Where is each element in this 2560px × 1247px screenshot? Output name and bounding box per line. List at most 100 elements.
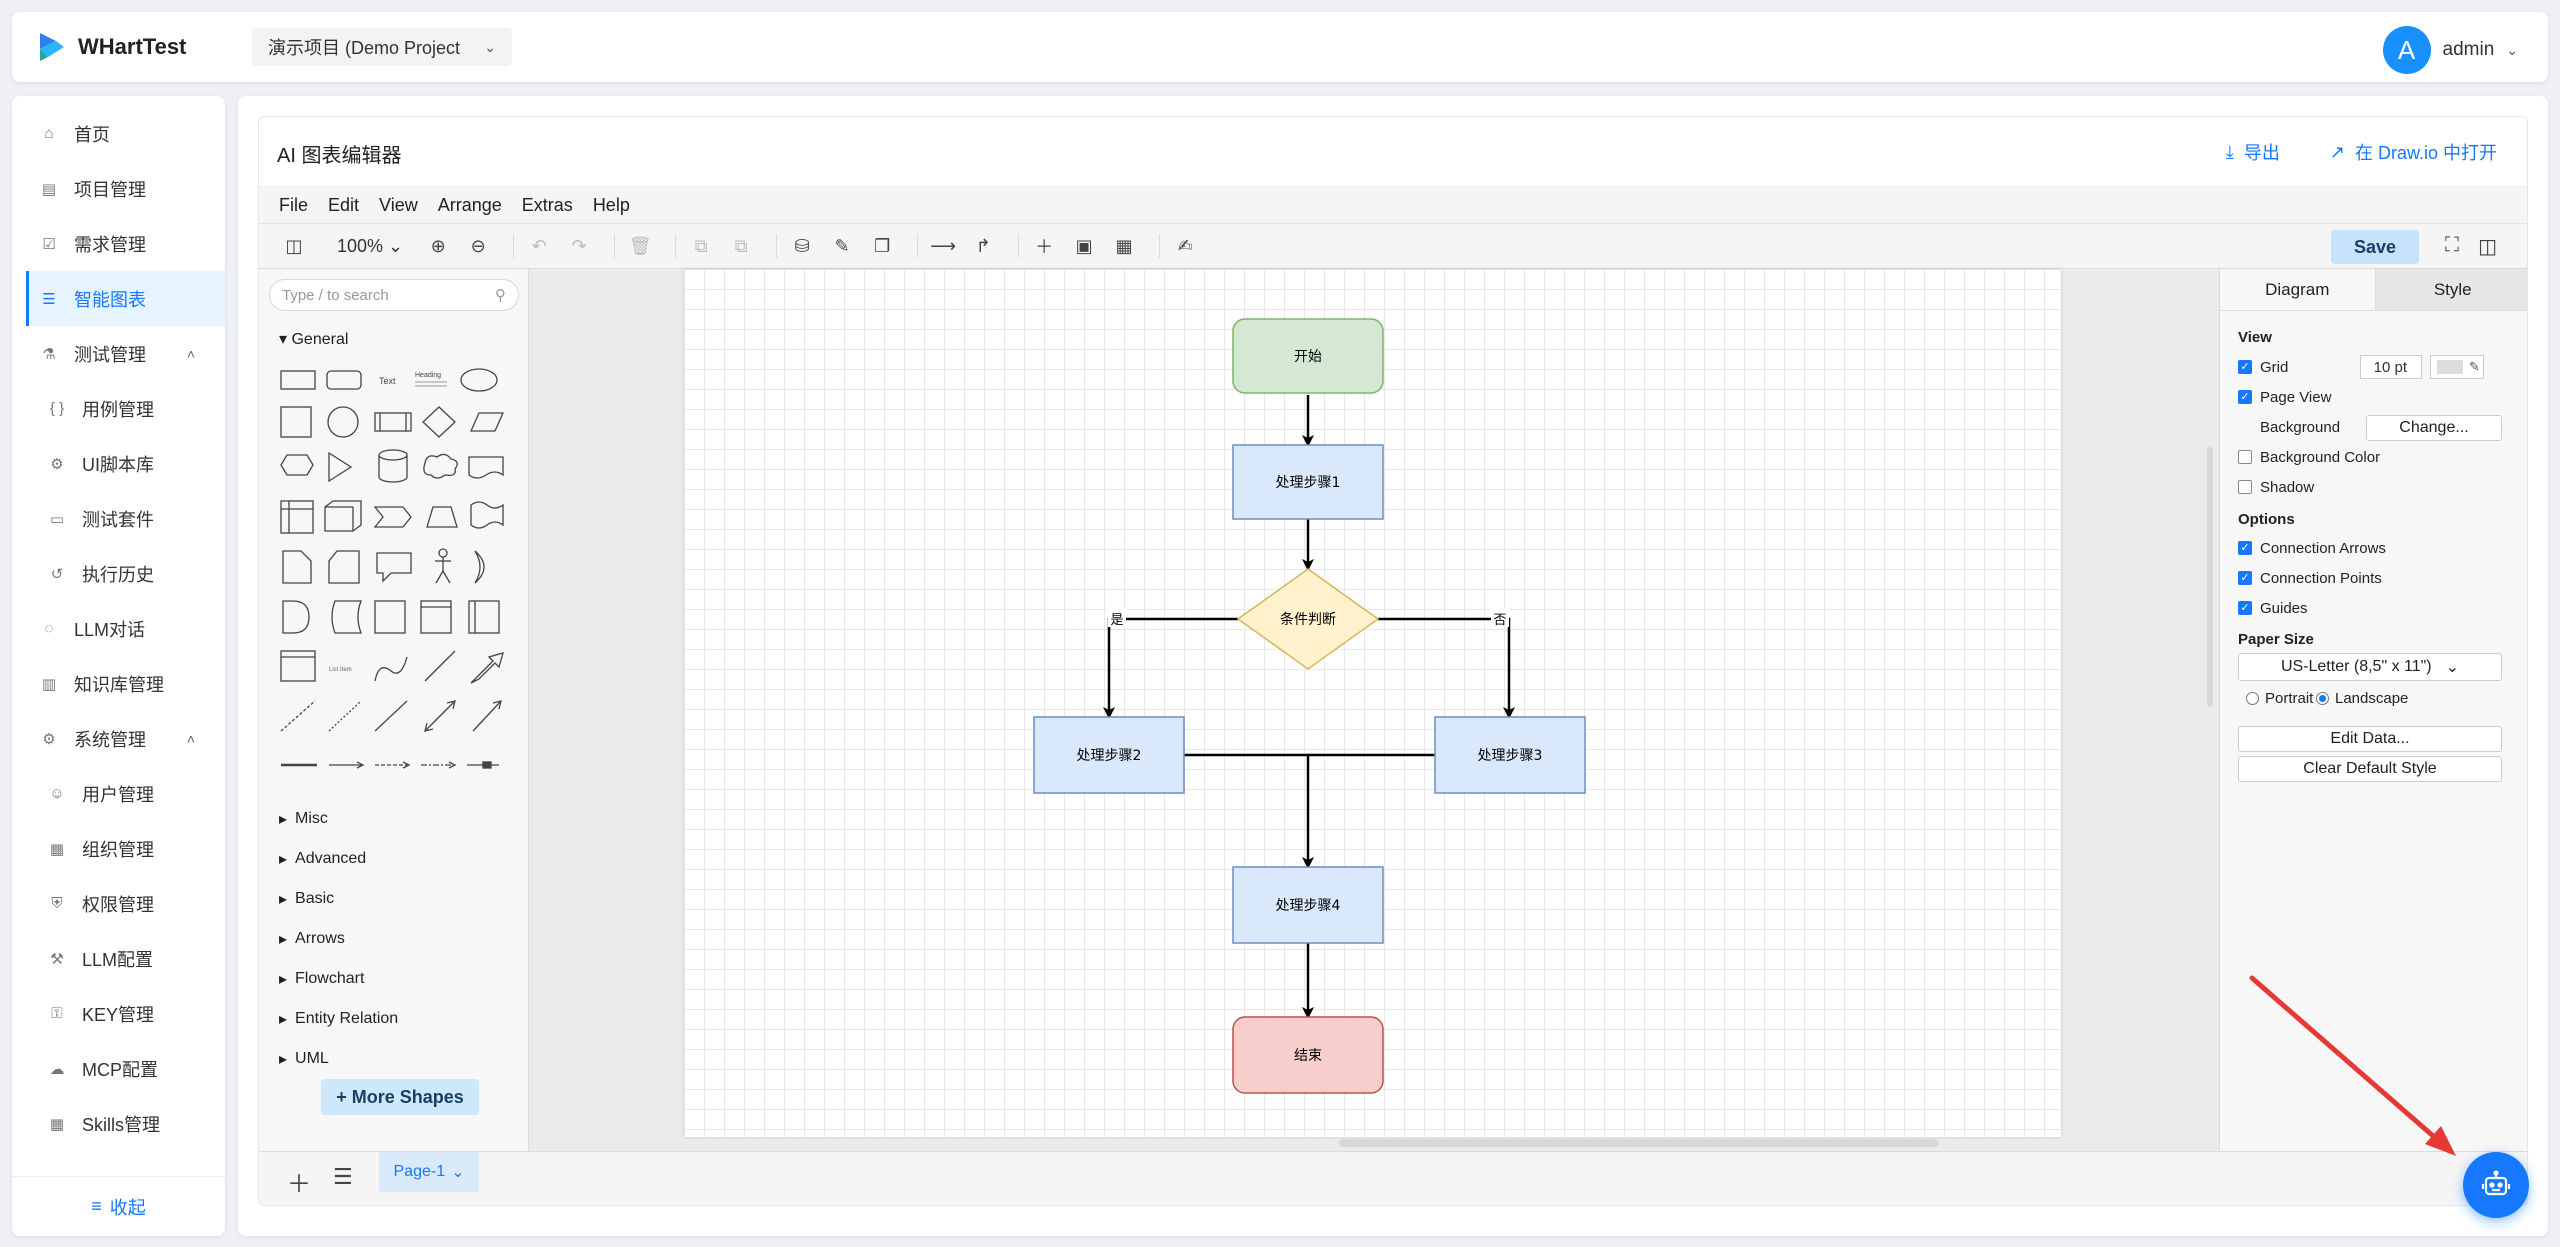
sidebar-item-5[interactable]: { }用例管理 bbox=[12, 381, 225, 436]
sidebar-item-4[interactable]: ⚗测试管理˄ bbox=[12, 326, 225, 381]
node-decision[interactable] bbox=[1236, 568, 1380, 670]
to-front-icon[interactable]: ⧉ bbox=[694, 235, 708, 256]
shape-category-arrows[interactable]: ▸Arrows bbox=[279, 919, 398, 959]
guides-checkbox[interactable]: ✓Guides bbox=[2238, 593, 2308, 623]
node-step1[interactable] bbox=[1232, 444, 1384, 520]
sidebar-item-0[interactable]: ⌂首页 bbox=[12, 106, 225, 161]
edge-decision-step2[interactable] bbox=[1103, 617, 1238, 719]
sidebar-item-15[interactable]: ⚒LLM配置 bbox=[12, 931, 225, 986]
menu-item-edit[interactable]: Edit bbox=[328, 194, 360, 215]
zoom-out-icon[interactable]: ⊖ bbox=[470, 235, 486, 256]
fullscreen-icon[interactable]: ⛶ bbox=[2445, 234, 2459, 256]
delete-icon[interactable]: 🗑 bbox=[628, 235, 652, 256]
grid-size-input[interactable]: 10 pt bbox=[2360, 355, 2422, 379]
sidebar-item-7[interactable]: ▭测试套件 bbox=[12, 491, 225, 546]
pages-menu-icon[interactable]: ☰ bbox=[333, 1164, 353, 1189]
table-icon[interactable]: ▦ bbox=[1115, 235, 1133, 256]
menu-item-file[interactable]: File bbox=[279, 194, 309, 215]
sidebar-item-16[interactable]: ⚿KEY管理 bbox=[12, 986, 225, 1041]
node-step4[interactable] bbox=[1232, 866, 1384, 944]
tab-style[interactable]: Style bbox=[2374, 269, 2527, 311]
general-section-header[interactable]: ▾ General bbox=[279, 331, 349, 348]
portrait-radio[interactable]: Portrait bbox=[2246, 683, 2313, 713]
sidebar-item-3[interactable]: ☰智能图表 bbox=[26, 271, 225, 326]
sidebar-item-8[interactable]: ↺执行历史 bbox=[12, 546, 225, 601]
panel-toggle-icon[interactable]: ◫ bbox=[2478, 236, 2497, 258]
shape-category-misc[interactable]: ▸Misc bbox=[279, 799, 398, 839]
edge-decision-step3[interactable] bbox=[1378, 617, 1515, 719]
fill-color-icon[interactable]: ⛁ bbox=[794, 235, 810, 256]
save-button[interactable]: Save bbox=[2331, 230, 2419, 264]
shadow-icon[interactable]: ❐ bbox=[874, 235, 891, 256]
diagram-page[interactable]: 开始 处理步骤1 条件判断 处理步骤2 处理步骤3 处理步骤4 结束 是 bbox=[684, 269, 2061, 1137]
to-back-icon[interactable]: ⧉ bbox=[734, 235, 748, 256]
shape-category-uml[interactable]: ▸UML bbox=[279, 1039, 398, 1079]
shape-category-flowchart[interactable]: ▸Flowchart bbox=[279, 959, 398, 999]
line-color-icon[interactable]: ✎ bbox=[834, 235, 850, 256]
shape-category-entity-relation[interactable]: ▸Entity Relation bbox=[279, 999, 398, 1039]
sidebar-item-1[interactable]: ▤项目管理 bbox=[12, 161, 225, 216]
sidebar-item-11[interactable]: ⚙系统管理˄ bbox=[12, 711, 225, 766]
node-step2[interactable] bbox=[1033, 716, 1185, 794]
freehand-icon[interactable]: ✍ bbox=[1177, 235, 1193, 256]
zoom-select[interactable]: 100% ⌄ bbox=[337, 235, 404, 256]
menu-item-help[interactable]: Help bbox=[592, 194, 630, 215]
more-shapes-button[interactable]: + More Shapes bbox=[321, 1079, 479, 1115]
shape-search-input[interactable]: Type / to search ⚲ bbox=[269, 279, 519, 311]
app-logo[interactable]: WHartTest bbox=[36, 31, 186, 63]
grid-color-picker[interactable]: ✎ bbox=[2430, 355, 2484, 379]
background-color-checkbox[interactable]: Background Color bbox=[2238, 442, 2380, 472]
tab-page-1[interactable]: Page-1⌄ bbox=[379, 1152, 479, 1192]
sidebar-item-9[interactable]: ◌LLM对话 bbox=[12, 601, 225, 656]
diagram-canvas[interactable]: 开始 处理步骤1 条件判断 处理步骤2 处理步骤3 处理步骤4 结束 是 bbox=[529, 269, 2219, 1151]
sidebar-item-2[interactable]: ☑需求管理 bbox=[12, 216, 225, 271]
connection-points-checkbox[interactable]: ✓Connection Points bbox=[2238, 563, 2382, 593]
landscape-radio[interactable]: Landscape bbox=[2316, 683, 2408, 713]
node-step3[interactable] bbox=[1434, 716, 1586, 794]
user-menu[interactable]: A admin ⌄ bbox=[2382, 26, 2518, 74]
menu-item-extras[interactable]: Extras bbox=[521, 194, 573, 215]
background-change-button[interactable]: Change... bbox=[2366, 415, 2502, 441]
shapes-icon[interactable]: ▣ bbox=[1075, 235, 1093, 256]
sidebar-item-17[interactable]: ☁MCP配置 bbox=[12, 1041, 225, 1096]
sidebar-item-12[interactable]: ☺用户管理 bbox=[12, 766, 225, 821]
waypoints-icon[interactable]: ↱ bbox=[975, 235, 991, 256]
shape-category-advanced[interactable]: ▸Advanced bbox=[279, 839, 398, 879]
node-start[interactable] bbox=[1232, 318, 1384, 394]
sidebar-item-13[interactable]: ▦组织管理 bbox=[12, 821, 225, 876]
avatar: A bbox=[2382, 26, 2431, 74]
edit-data-button[interactable]: Edit Data... bbox=[2238, 726, 2502, 752]
insert-icon[interactable]: ＋ bbox=[1035, 237, 1054, 257]
menu-item-view[interactable]: View bbox=[379, 194, 418, 215]
grid-checkbox[interactable]: ✓Grid bbox=[2238, 352, 2288, 382]
undo-icon[interactable]: ↶ bbox=[531, 235, 547, 256]
node-end[interactable] bbox=[1232, 1016, 1384, 1094]
vertical-scrollbar[interactable] bbox=[2207, 447, 2213, 707]
open-drawio-button[interactable]: ↗ 在 Draw.io 中打开 bbox=[2330, 139, 2497, 165]
zoom-in-icon[interactable]: ⊕ bbox=[430, 235, 446, 256]
collapse-button[interactable]: ≡ 收起 bbox=[12, 1176, 225, 1236]
connection-icon[interactable]: ⟶ bbox=[930, 235, 957, 256]
redo-icon[interactable]: ↷ bbox=[571, 235, 587, 256]
horizontal-scrollbar[interactable] bbox=[1339, 1139, 1939, 1147]
edge-step2-step4[interactable] bbox=[1184, 753, 1314, 869]
sidebar-item-6[interactable]: ⚙UI脚本库 bbox=[12, 436, 225, 491]
tab-diagram[interactable]: Diagram bbox=[2220, 269, 2375, 311]
add-page-icon[interactable]: ＋ bbox=[287, 1171, 311, 1198]
paper-size-select[interactable]: US-Letter (8,5" x 11")⌄ bbox=[2238, 653, 2502, 681]
format-panel-toggle-icon[interactable]: ◫ bbox=[285, 235, 303, 256]
sidebar-item-10[interactable]: ▥知识库管理 bbox=[12, 656, 225, 711]
ai-assistant-button[interactable] bbox=[2463, 1152, 2529, 1218]
chevron-down-icon: ⌄ bbox=[2445, 659, 2460, 676]
connection-arrows-checkbox[interactable]: ✓Connection Arrows bbox=[2238, 533, 2386, 563]
shadow-checkbox[interactable]: Shadow bbox=[2238, 472, 2314, 502]
page-view-checkbox[interactable]: ✓Page View bbox=[2238, 382, 2331, 412]
general-shapes-grid[interactable]: Text Heading bbox=[279, 361, 519, 781]
export-button[interactable]: ⤓ 导出 bbox=[2226, 139, 2280, 165]
sidebar-item-14[interactable]: ⛨权限管理 bbox=[12, 876, 225, 931]
sidebar-item-18[interactable]: ▦Skills管理 bbox=[12, 1096, 225, 1151]
menu-item-arrange[interactable]: Arrange bbox=[437, 194, 502, 215]
clear-default-style-button[interactable]: Clear Default Style bbox=[2238, 756, 2502, 782]
shape-category-basic[interactable]: ▸Basic bbox=[279, 879, 398, 919]
project-selector[interactable]: 演示项目 (Demo Project ⌄ bbox=[252, 28, 512, 66]
